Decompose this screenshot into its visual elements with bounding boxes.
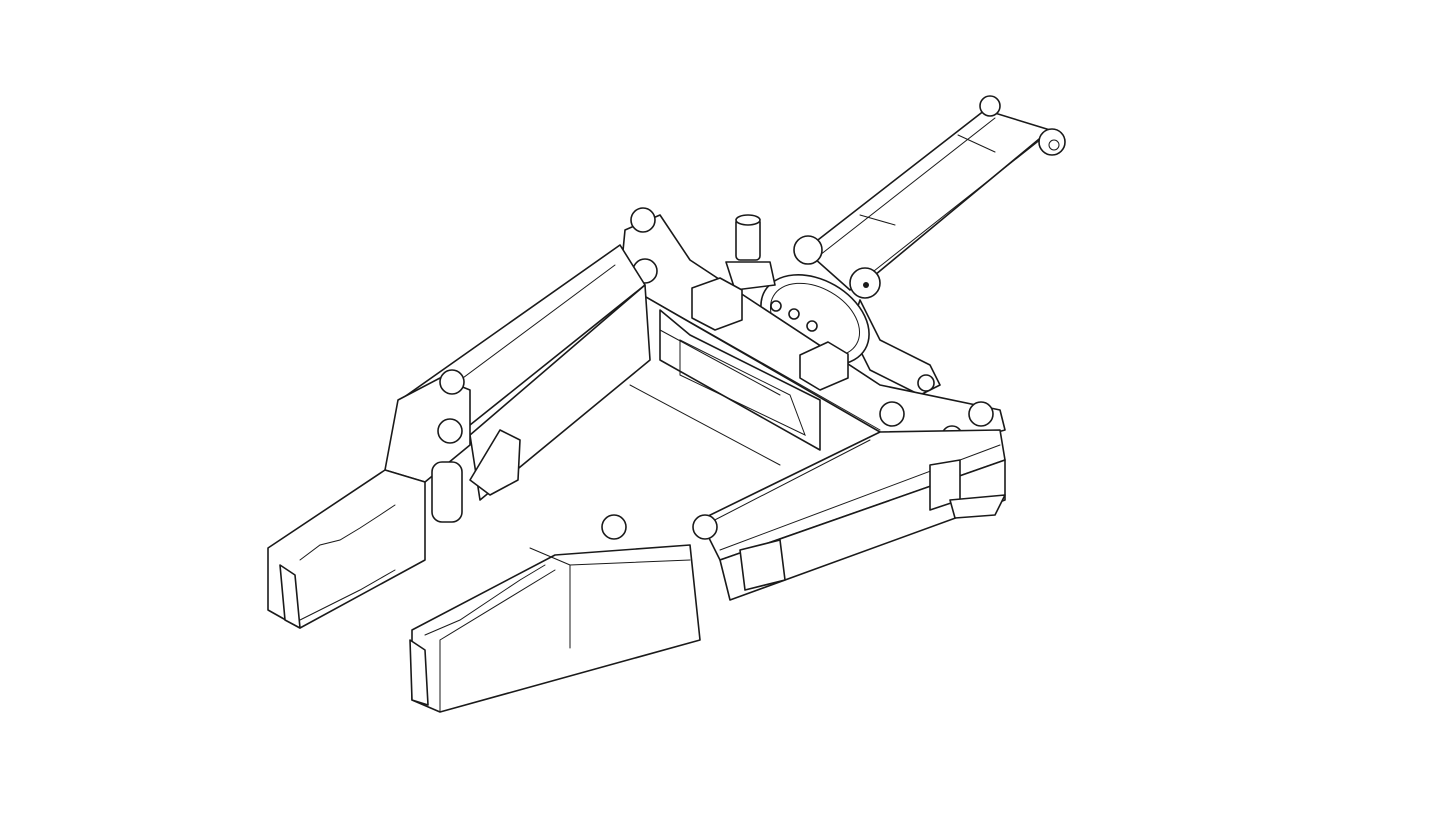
- central-frame: [619, 207, 1006, 466]
- right-grapple-arm: [409, 429, 1006, 713]
- upper-boom-arm: [793, 95, 1066, 396]
- left-grapple-arm: [267, 244, 651, 629]
